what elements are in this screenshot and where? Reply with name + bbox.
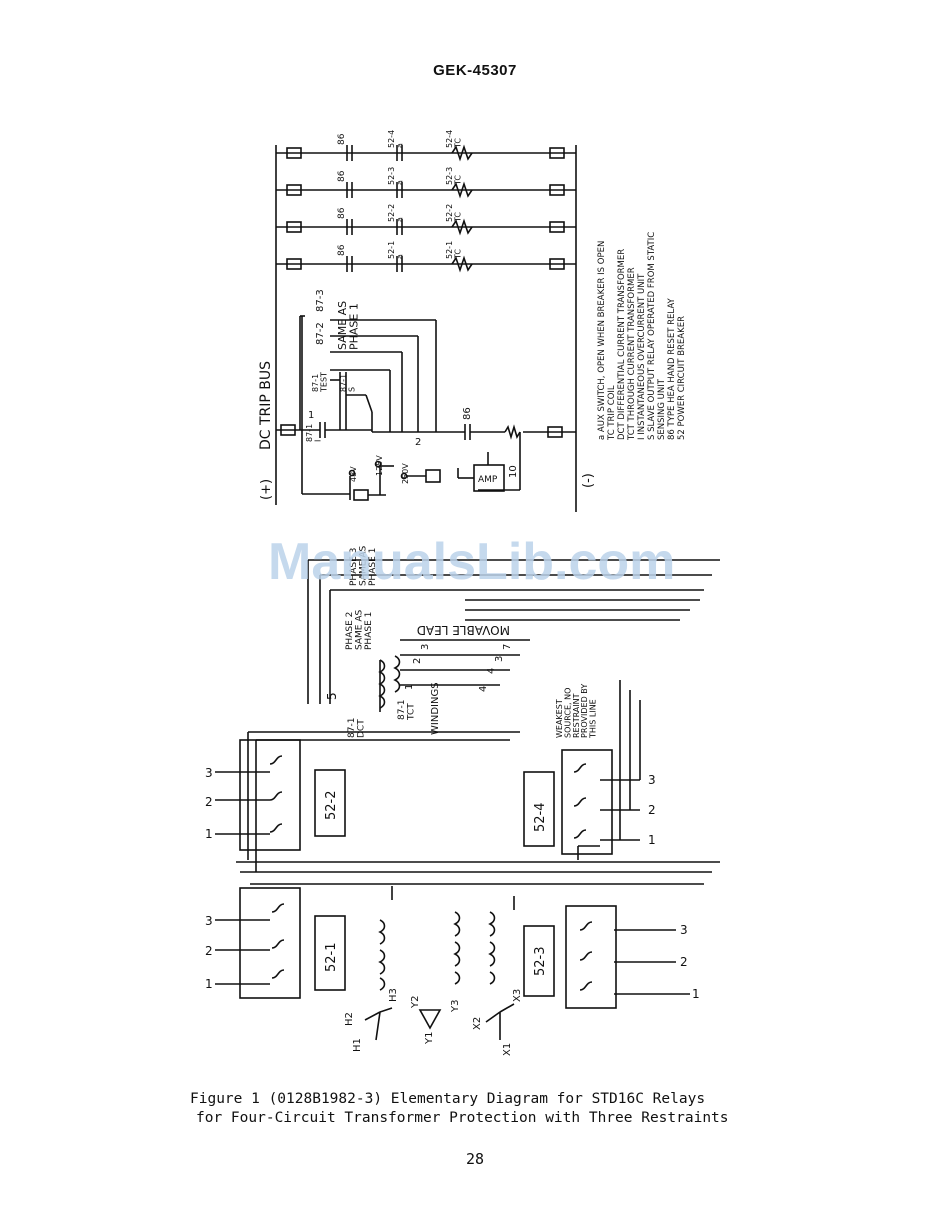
document-number: GEK-45307 (433, 62, 517, 79)
trip-line-4 (276, 255, 576, 273)
trip-line-3 (276, 218, 576, 236)
watermark: ManualsLib.com (268, 533, 676, 591)
label-x2: X2 (472, 1017, 483, 1030)
winding-tap-number: 7 (502, 644, 513, 650)
tct-label: 87-1TCT (397, 700, 416, 721)
relay-amp: AMP (478, 475, 498, 485)
trip-aux-switch-label: 52-1a (387, 241, 404, 259)
caption-line-1: Figure 1 (0128B1982-3) Elementary Diagra… (190, 1091, 706, 1107)
breaker-label-52-3: 52-3 (533, 946, 548, 976)
trip-contact-86-label: 86 (337, 170, 347, 182)
same-as-phase1-label: SAME ASPHASE 1 (336, 301, 361, 350)
legend-line: 86 TYPE HEA HAND RESET RELAY (667, 298, 677, 440)
phase-number-1-a: 1 (205, 827, 213, 841)
relay-node-10: 10 (508, 465, 519, 478)
breaker-label-52-2: 52-2 (324, 790, 339, 820)
relay-node-1: 1 (308, 410, 314, 421)
relay-label-87-2: 87-2 (315, 322, 326, 345)
legend-line: I INSTANTANEOUS OVERCURRENT UNIT (637, 273, 647, 440)
page-number: 28 (465, 1150, 485, 1168)
label-h1: H1 (352, 1038, 363, 1052)
figure-caption: Figure 1 (0128B1982-3) Elementary Diagra… (190, 1090, 810, 1128)
phase2-label: PHASE 2SAME ASPHASE 1 (345, 609, 374, 650)
trip-contact-86-label: 86 (337, 207, 347, 219)
node-5-label: 5 (325, 692, 339, 700)
trip-coil-label: 52-4TC (445, 130, 462, 149)
relay-87-1-i-label: 87-1I (305, 424, 322, 442)
phase-number-1-b: 1 (205, 977, 213, 991)
label-y3: Y3 (450, 1000, 461, 1013)
phase-number-2-d: 2 (680, 955, 688, 969)
label-x3: X3 (512, 989, 523, 1002)
legend-line: a AUX SWITCH, OPEN WHEN BREAKER IS OPEN (597, 241, 607, 440)
phase-number-3-b: 3 (205, 914, 213, 928)
trip-coil-label: 52-3TC (445, 167, 462, 186)
weakest-source-note: WEAKESTSOURCE, NORESTRAINTPROVIDED BYTHI… (555, 684, 598, 739)
winding-tap-number: 1 (404, 684, 415, 690)
phase-number-2-a: 2 (205, 795, 213, 809)
label-h3: H3 (388, 988, 399, 1002)
label-y2: Y2 (410, 996, 421, 1009)
multi-line-labels: SAME ASPHASE 1 87-1TEST 87-1S 87-1I PHASE 3S… (305, 301, 598, 739)
caption-line-2: for Four-Circuit Transformer Protection … (196, 1110, 729, 1126)
label-y1: Y1 (424, 1032, 435, 1045)
winding-tap-number: 4 (478, 686, 489, 692)
trip-line-2 (276, 181, 576, 199)
windings-label: WINDINGS (430, 682, 441, 735)
label-h2: H2 (344, 1012, 355, 1026)
relay-250v: 250V (401, 463, 410, 484)
dc-minus-label: (-) (581, 473, 596, 488)
trip-line-labels: 86 52-4a 52-4TC 86 52-3a 52-3TC 86 52-2a 52-2TC 8… (337, 130, 462, 260)
trip-line-1 (276, 144, 576, 162)
relay-86-label: 86 (462, 407, 473, 420)
trip-coil-label: 52-1TC (445, 241, 462, 260)
phase3-label: PHASE 3SAME ASPHASE 1 (349, 545, 378, 586)
relay-87-1-s-label: 87-1S (339, 374, 356, 392)
winding-tap-number: 3 (494, 656, 505, 662)
trip-aux-switch-label: 52-2a (387, 204, 404, 222)
phase-number-1-c: 1 (648, 833, 656, 847)
dct-label: 87-1DCT (347, 718, 366, 738)
label-x1: X1 (502, 1043, 513, 1056)
legend-line: TCT THROUGH CURRENT TRANSFORMER (627, 267, 637, 441)
legend-line: DCT DIFFERENTIAL CURRENT TRANSFORMER (617, 249, 627, 440)
movable-lead-label: MOVABLE LEAD (417, 623, 510, 637)
breaker-label-52-1: 52-1 (324, 942, 339, 972)
relay-125v: 125V (375, 455, 384, 476)
trip-contact-86-label: 86 (337, 133, 347, 145)
legend-line: S SLAVE OUTPUT RELAY OPERATED FROM STATI… (647, 232, 657, 440)
relay-node-2: 2 (415, 437, 421, 448)
phase-number-3-d: 3 (680, 923, 688, 937)
winding-tap-number: 4 (486, 668, 497, 674)
phase-number-1-d: 1 (692, 987, 700, 1001)
trip-aux-switch-label: 52-3a (387, 167, 404, 185)
dc-trip-bus-label: DC TRIP BUS (258, 361, 274, 450)
winding-tap-number: 2 (412, 658, 423, 664)
dc-plus-label: (+) (259, 479, 274, 500)
legend-line: 52 POWER CIRCUIT BREAKER (677, 316, 687, 440)
legend-line: TC TRIP COIL (607, 385, 617, 441)
phase-number-2-b: 2 (205, 944, 213, 958)
relay-87-1-test-label: 87-1TEST (311, 372, 328, 393)
trip-contact-86-label: 86 (337, 244, 347, 256)
trip-coil-label: 52-2TC (445, 204, 462, 223)
relay-48v: 48V (349, 466, 358, 482)
phase-number-3-c: 3 (648, 773, 656, 787)
breaker-label-52-4: 52-4 (533, 802, 548, 832)
relay-label-87-3: 87-3 (315, 289, 326, 312)
phase-number-2-c: 2 (648, 803, 656, 817)
phase-number-3-a: 3 (205, 766, 213, 780)
trip-aux-switch-label: 52-4a (387, 130, 404, 148)
winding-tap-number: 3 (420, 644, 431, 650)
legend-line: SENSING UNIT (657, 378, 667, 440)
